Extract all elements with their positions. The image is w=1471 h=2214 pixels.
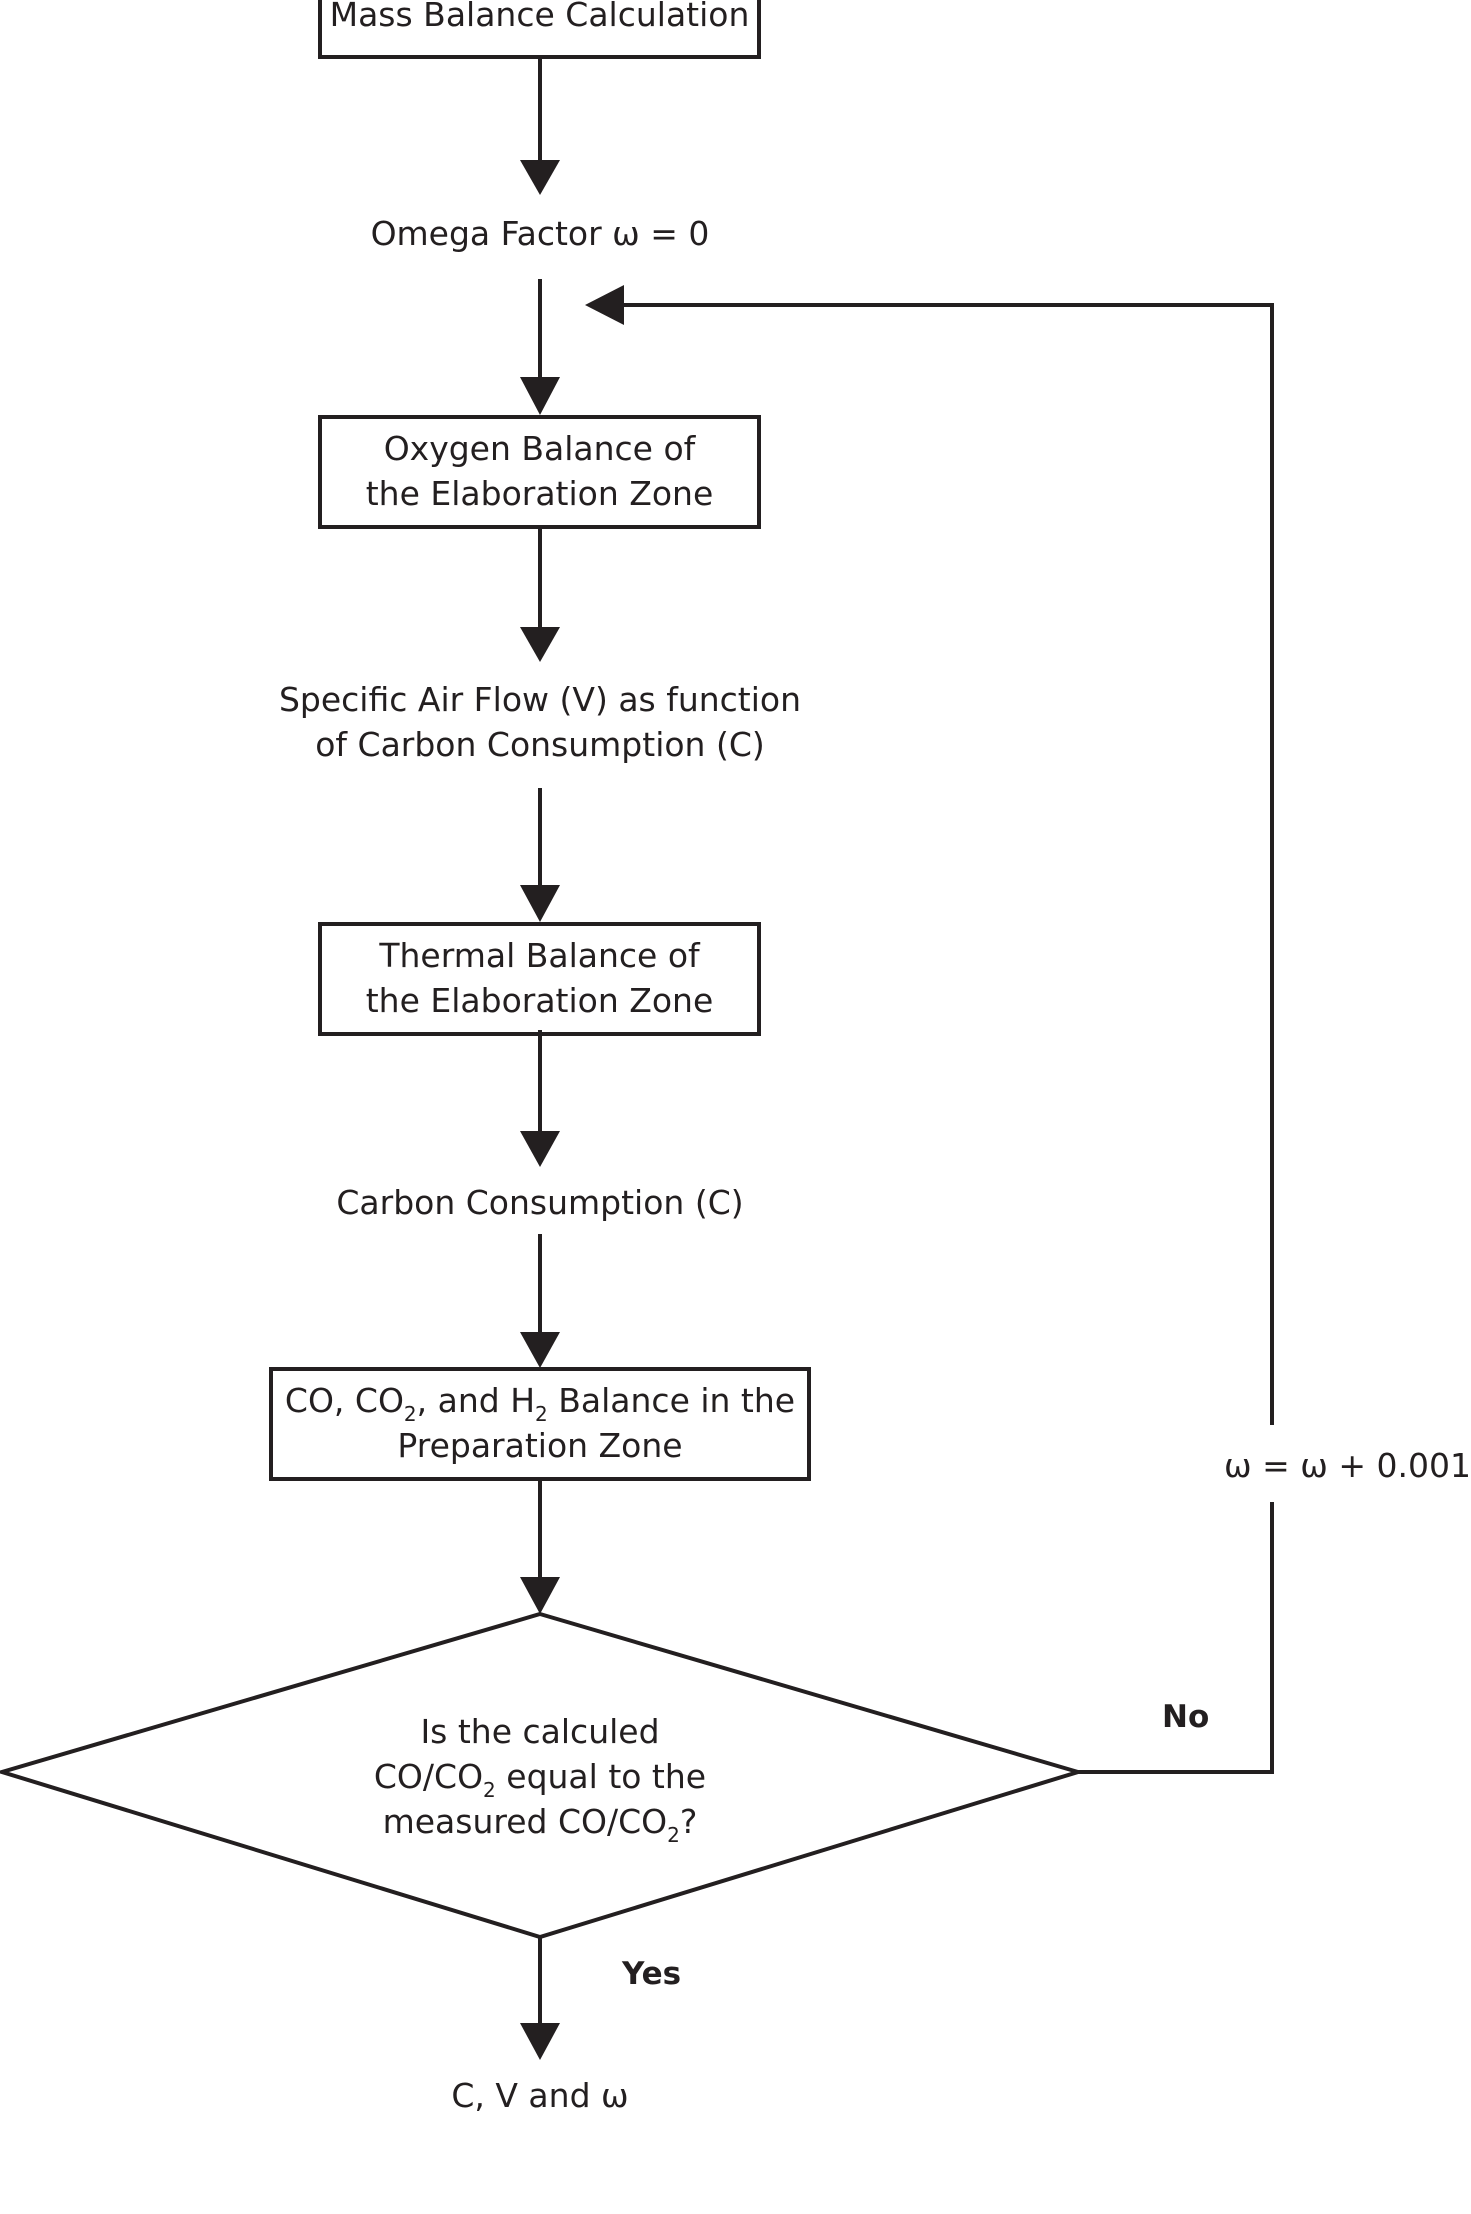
arrowhead-oxygen-airflow <box>520 627 560 662</box>
decision-label: Is the calculed CO/CO2 equal to the meas… <box>290 1709 790 1847</box>
arrowhead-thermal-carbon <box>520 1131 560 1167</box>
thermal-balance-line1: Thermal Balance of <box>379 936 700 975</box>
air-flow-line1: Specific Air Flow (V) as function <box>278 680 802 719</box>
arrowhead-omega-oxygen <box>520 377 560 415</box>
gas-balance-line1: CO, CO2, and H2 Balance in the <box>284 1381 796 1426</box>
loop-back-top <box>1078 1502 1274 1774</box>
gas-balance-label: CO, CO2, and H2 Balance in the Preparati… <box>271 1378 809 1468</box>
arrowhead-gas-decision <box>520 1577 560 1614</box>
air-flow-label: Specific Air Flow (V) as function of Car… <box>240 677 840 767</box>
air-flow-line2: of Carbon Consumption (C) <box>315 725 765 764</box>
thermal-balance-label: Thermal Balance of the Elaboration Zone <box>320 933 759 1023</box>
arrowhead-loop-back <box>585 285 624 325</box>
decision-line1: Is the calculed <box>420 1712 660 1751</box>
loop-back-bottom <box>620 303 1274 1425</box>
no-label: No <box>1162 1699 1210 1735</box>
yes-label: Yes <box>622 1956 682 1992</box>
result-label: C, V and ω <box>451 2076 629 2115</box>
increment-label: ω = ω + 0.001 <box>1224 1446 1471 1485</box>
thermal-balance-line2: the Elaboration Zone <box>365 981 714 1020</box>
arrowhead-decision-result <box>520 2023 560 2060</box>
oxygen-balance-line2: the Elaboration Zone <box>365 474 714 513</box>
omega-init-label: Omega Factor ω = 0 <box>370 214 710 253</box>
arrowhead-start-omega <box>520 160 560 195</box>
arrowhead-airflow-thermal <box>520 885 560 922</box>
start-label: Mass Balance Calculation <box>329 0 750 34</box>
oxygen-balance-line1: Oxygen Balance of <box>383 429 696 468</box>
decision-line2: CO/CO2 equal to the <box>373 1757 707 1802</box>
decision-line3: measured CO/CO2? <box>382 1802 698 1847</box>
carbon-consumption-label: Carbon Consumption (C) <box>336 1183 744 1222</box>
oxygen-balance-label: Oxygen Balance of the Elaboration Zone <box>320 426 759 516</box>
gas-balance-line2: Preparation Zone <box>397 1426 683 1465</box>
flowchart-diagram <box>0 0 1274 2060</box>
arrowhead-carbon-gas <box>520 1332 560 1368</box>
